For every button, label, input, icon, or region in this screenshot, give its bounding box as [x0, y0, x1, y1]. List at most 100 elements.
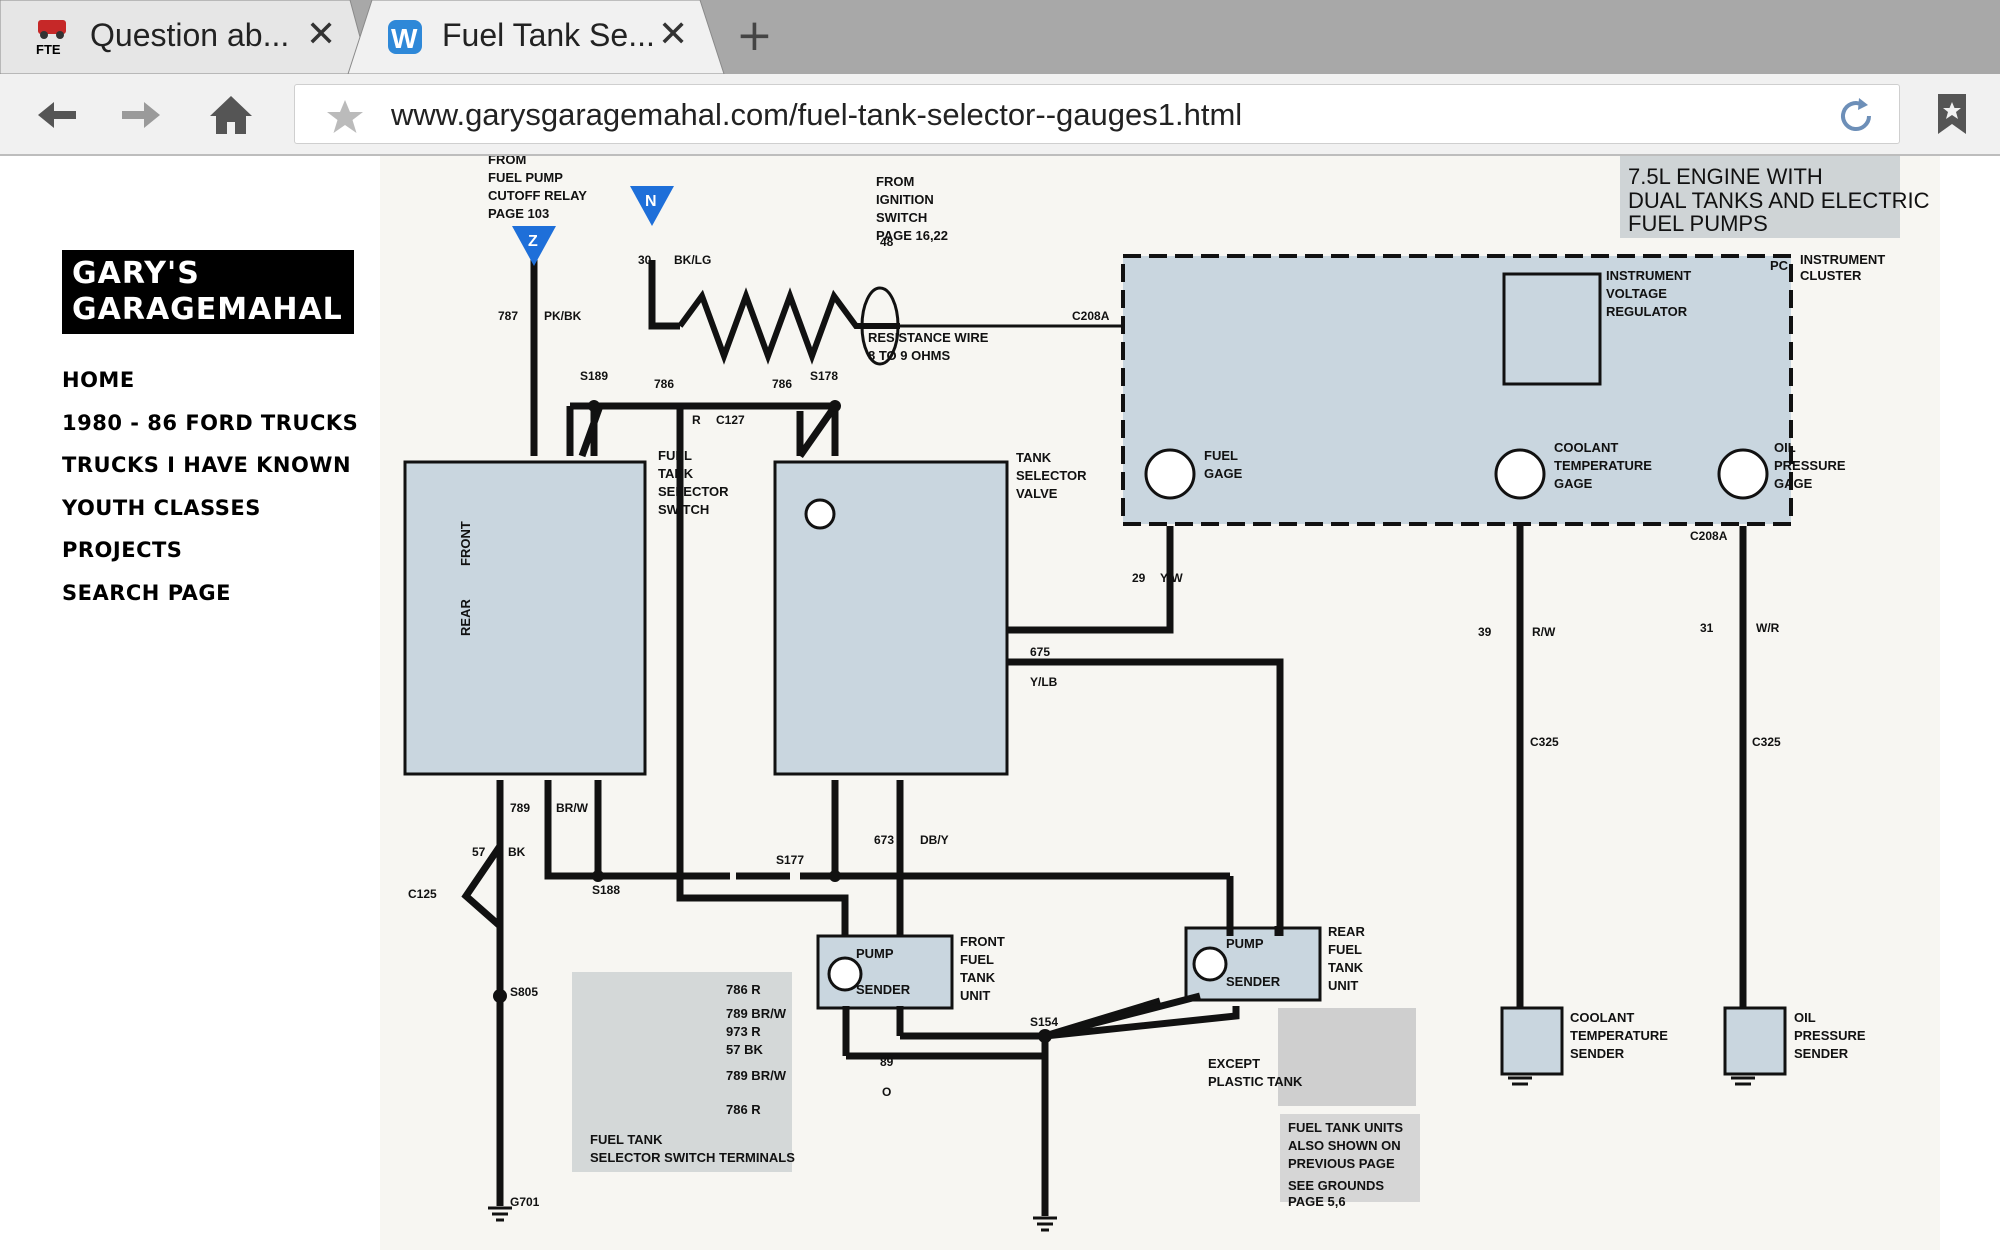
connector-c325b: C325 — [1752, 735, 1781, 749]
note-line-2: ALSO SHOWN ON — [1288, 1138, 1401, 1153]
site-logo[interactable]: GARY'S GARAGEMAHAL — [62, 250, 354, 334]
switch-label-1: FUEL — [658, 448, 692, 463]
tab-question[interactable]: FTE Question ab... ✕ — [0, 0, 350, 74]
tab-shapes — [0, 0, 725, 74]
front-label: FRONT — [458, 521, 473, 566]
ground-icons — [488, 1076, 1755, 1232]
front-unit-label-1: FRONT — [960, 934, 1005, 949]
nav-home[interactable]: HOME — [62, 368, 135, 392]
splice-s178: S178 — [810, 369, 838, 383]
terminal-label-1: 786 R — [726, 982, 761, 997]
wire-48: 48 — [880, 235, 894, 249]
rear-unit-label-1: REAR — [1328, 924, 1365, 939]
toolbar: www.garysgaragemahal.com/fuel-tank-selec… — [0, 74, 2000, 156]
wire-786b: 786 — [772, 377, 792, 391]
cluster-label-1: INSTRUMENT — [1800, 252, 1885, 267]
valve-label-3: VALVE — [1016, 486, 1058, 501]
terminal-label-2: 789 BR/W — [726, 1006, 787, 1021]
nav-search-page[interactable]: SEARCH PAGE — [62, 580, 231, 605]
logo-line-2: GARAGEMAHAL — [72, 292, 343, 327]
title-line-2: DUAL TANKS AND ELECTRIC — [1628, 188, 1930, 213]
weebly-favicon-icon: W — [386, 18, 426, 58]
ivr-label-3: REGULATOR — [1606, 304, 1688, 319]
wire-789: 789 — [510, 801, 530, 815]
tab-title: Question ab... — [90, 17, 290, 53]
title-line-1: 7.5L ENGINE WITH — [1628, 164, 1823, 189]
relay-label-3: CUTOFF RELAY — [488, 188, 587, 203]
valve-label-2: SELECTOR — [1016, 468, 1087, 483]
title-box — [1620, 156, 1900, 238]
connector-c208a — [860, 286, 900, 366]
forward-arrow-icon[interactable] — [116, 90, 166, 140]
switch-label-3: SELECTOR — [658, 484, 729, 499]
ivr-label-2: VOLTAGE — [1606, 286, 1667, 301]
coolant-sender-panel — [1500, 1006, 1564, 1076]
rear-unit-label-3: TANK — [1328, 960, 1364, 975]
tab-close-icon[interactable]: ✕ — [658, 14, 689, 55]
fuel-gage-label-2: GAGE — [1204, 466, 1243, 481]
url-text: www.garysgaragemahal.com/fuel-tank-selec… — [391, 97, 1243, 132]
splice-dots — [493, 400, 1052, 1043]
wire-wr: W/R — [1756, 621, 1780, 635]
splice-s188: S188 — [592, 883, 620, 897]
connector-c127: C127 — [716, 413, 745, 427]
fte-favicon-text: FTE — [36, 42, 61, 56]
ignition-label-4: PAGE 16,22 — [876, 228, 948, 243]
address-bar[interactable]: www.garysgaragemahal.com/fuel-tank-selec… — [294, 84, 1900, 144]
ignition-label-3: SWITCH — [876, 210, 927, 225]
splice-s177: S177 — [776, 853, 804, 867]
relay-label-4: PAGE 103 — [488, 206, 549, 221]
connector-c125: C125 — [408, 887, 437, 901]
rear-unit-label-2: FUEL — [1328, 942, 1362, 957]
note-line-5: PAGE 5,6 — [1288, 1194, 1346, 1209]
oil-gage-icon — [1717, 448, 1769, 500]
cluster-label-2: CLUSTER — [1800, 268, 1862, 283]
splice-s805: S805 — [510, 985, 538, 999]
switch-label-2: TANK — [658, 466, 694, 481]
wire-pkbk: PK/BK — [544, 309, 582, 323]
switch-label-4: SWITCH — [658, 502, 709, 517]
wire-yw: Y/W — [1160, 571, 1183, 585]
front-pump-label: PUMP — [856, 946, 894, 961]
reload-icon[interactable] — [1835, 95, 1877, 137]
ivr-box — [1502, 272, 1602, 386]
oil-sender-label-1: OIL — [1794, 1010, 1816, 1025]
nav-youth-classes[interactable]: YOUTH CLASSES — [62, 495, 261, 520]
note-line-4: SEE GROUNDS — [1288, 1178, 1384, 1193]
wire-brw: BR/W — [556, 801, 589, 815]
title-line-3: FUEL PUMPS — [1628, 211, 1768, 236]
nav-projects[interactable]: PROJECTS — [62, 538, 183, 562]
note-line-1: FUEL TANK UNITS — [1288, 1120, 1403, 1135]
wire-29: 29 — [1132, 571, 1146, 585]
tab-close-icon[interactable]: ✕ — [306, 14, 337, 55]
nav-trucks-known[interactable]: TRUCKS I HAVE KNOWN — [62, 453, 352, 477]
wire-675: 675 — [1030, 645, 1050, 659]
bookmark-star-icon[interactable] — [325, 97, 365, 137]
wire-57: 57 — [472, 845, 486, 859]
ivr-label-1: INSTRUMENT — [1606, 268, 1691, 283]
back-arrow-icon[interactable] — [32, 90, 82, 140]
oil-gage-label-3: GAGE — [1774, 476, 1813, 491]
nav-ford-trucks[interactable]: 1980 - 86 FORD TRUCKS — [62, 410, 359, 435]
new-tab-icon[interactable]: + — [736, 10, 773, 61]
splice-s189: S189 — [580, 369, 608, 383]
rear-sender-label: SENDER — [1226, 974, 1281, 989]
fuel-gage-icon — [1144, 448, 1196, 500]
tab-title: Fuel Tank Se... — [442, 17, 655, 53]
pc-label: PC — [1770, 258, 1789, 273]
home-icon[interactable] — [206, 90, 256, 140]
bookmarks-icon[interactable] — [1930, 90, 1974, 138]
resistance-wire-label: RESISTANCE WIRE — [868, 330, 989, 345]
wire-39: 39 — [1478, 625, 1492, 639]
front-unit-label-4: UNIT — [960, 988, 990, 1003]
wire-787: 787 — [498, 309, 518, 323]
rear-pump-motor-icon — [1192, 946, 1228, 982]
wire-rw: R/W — [1532, 625, 1556, 639]
tab-fuel-tank[interactable]: W Fuel Tank Se... ✕ — [372, 0, 712, 74]
connector-c208a-2: C208A — [1690, 529, 1728, 543]
resistance-ohms-label: 8 TO 9 OHMS — [868, 348, 950, 363]
ground-g701: G701 — [510, 1195, 540, 1209]
terminals-title-2: SELECTOR SWITCH TERMINALS — [590, 1150, 795, 1165]
selector-switch-panel — [403, 460, 647, 776]
weebly-favicon-text: W — [391, 23, 418, 54]
